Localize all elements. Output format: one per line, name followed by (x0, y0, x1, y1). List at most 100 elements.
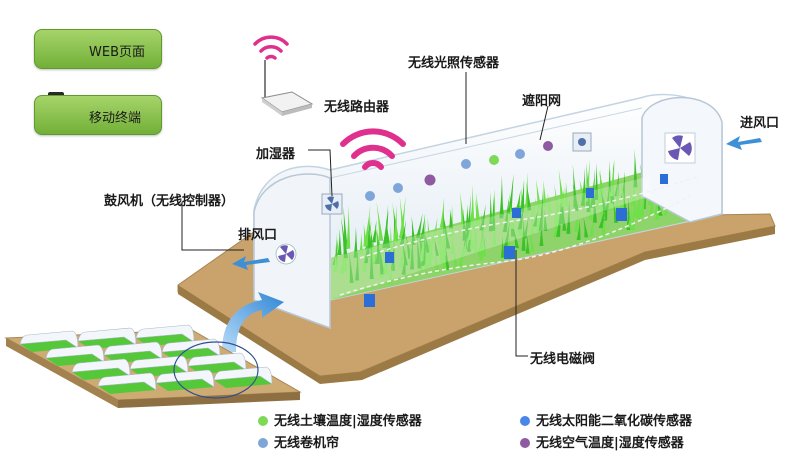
grass-blade (410, 234, 415, 270)
grass-blade (401, 249, 406, 275)
soil-sensor (660, 174, 668, 184)
grass-blade (524, 172, 529, 214)
grass-blade (337, 228, 342, 256)
sensor-dot (489, 155, 499, 165)
grass-blade (453, 243, 458, 267)
grass-blade (512, 225, 520, 249)
legend-item: 无线太阳能二氧化碳传感器 (520, 410, 692, 429)
grass-blade (564, 181, 569, 207)
grass-blade (402, 240, 409, 266)
grass-blade (589, 213, 594, 237)
mini-greenhouse-array (4, 324, 302, 408)
grass-blade (449, 233, 454, 254)
grass-blade (609, 158, 615, 197)
legend-dot (520, 416, 530, 426)
exhaust-fan-icon (275, 243, 297, 265)
grass-blade (530, 197, 536, 219)
blower-label: 鼓风机（无线控制器） (104, 194, 235, 209)
grass-blade (462, 207, 467, 241)
grass-blade (525, 235, 530, 254)
grass-blade (461, 236, 468, 255)
ground-slab-edge (178, 226, 775, 384)
inlet-arrow (726, 136, 762, 150)
sensor-dot (365, 191, 375, 201)
grass-blade (543, 209, 548, 231)
grass-blade (458, 238, 465, 267)
soil-sensor (364, 294, 375, 307)
grass-blade (535, 179, 542, 210)
grass-blade (382, 209, 389, 248)
grass-blade (443, 222, 451, 249)
router-label: 无线路由器 (324, 100, 390, 115)
mobile-terminal-card[interactable]: 移动终端 (34, 95, 162, 135)
grass-blade (554, 183, 561, 219)
grass-blade (521, 215, 526, 251)
mobile-terminal-label: 移动终端 (89, 111, 142, 126)
legend-item: 无线空气温度|湿度传感器 (520, 432, 684, 451)
grass-blade (353, 226, 358, 258)
web-page-card[interactable]: WEB页面 (34, 29, 162, 69)
router-icon (260, 60, 314, 116)
grass-blade (479, 204, 486, 231)
grass-blade (439, 197, 445, 228)
grass-blade (556, 200, 562, 237)
legend-label: 无线卷机帘 (274, 436, 340, 451)
grass-blade (387, 264, 393, 285)
grass-blade (369, 236, 374, 280)
grass-blade (603, 196, 608, 221)
grass-blade (346, 205, 351, 249)
grass-blade (442, 212, 447, 234)
grass-blade (634, 199, 639, 219)
grass-blade (500, 196, 505, 216)
grass-blade (559, 203, 564, 225)
grass-blade (620, 171, 625, 199)
roof-sensor-dots (365, 141, 553, 201)
grass-blade (416, 232, 422, 269)
grass-blade (562, 209, 567, 231)
grass-blade (470, 184, 475, 229)
valve-label: 无线电磁阀 (530, 352, 596, 367)
grass-blade (371, 219, 377, 243)
grass-blade (641, 183, 647, 210)
shade-motor-icon (572, 132, 592, 152)
side-curtain (330, 176, 650, 300)
legend-item: 无线卷机帘 (258, 432, 339, 451)
soil-sensor (586, 188, 594, 198)
web-page-label: WEB页面 (89, 45, 145, 60)
wifi-signal-icon (253, 35, 289, 60)
grass-blade (542, 180, 547, 207)
shade-net-label: 遮阳网 (522, 94, 562, 109)
zoom-arrow (222, 292, 284, 352)
grass-blade (442, 223, 447, 256)
mini-greenhouse (97, 372, 157, 394)
grass-blade (573, 209, 579, 232)
grass-blade (469, 228, 474, 250)
irrigation-line (359, 175, 701, 259)
sensor-dot (515, 149, 525, 159)
legend-item: 无线土壤温度|湿度传感器 (258, 410, 422, 429)
grass-blade (633, 149, 638, 188)
grass-blade (492, 219, 497, 245)
humidifier-label: 加湿器 (256, 147, 296, 162)
grass-blade (627, 207, 633, 228)
leader-lines (181, 72, 549, 357)
grass-blade (636, 180, 641, 219)
grass-blade (528, 226, 535, 252)
grass-blade (594, 162, 599, 200)
sensor-dot (461, 159, 471, 169)
grass-blade (576, 219, 581, 240)
legend-dot (258, 438, 268, 448)
wifi-signal-icon (340, 128, 406, 170)
grass-blade (427, 217, 432, 249)
grass-blade (477, 230, 484, 256)
grass-blade (502, 192, 510, 233)
grass-blade (491, 195, 496, 231)
grass-blade (384, 225, 389, 247)
soil-sensor (616, 208, 627, 221)
grass-blade (399, 196, 406, 238)
inlet-label: 进风口 (740, 116, 780, 131)
grass-blade (526, 182, 532, 211)
grass-blade (424, 246, 429, 268)
grass-blade (473, 219, 478, 245)
grass-blade (608, 185, 613, 210)
